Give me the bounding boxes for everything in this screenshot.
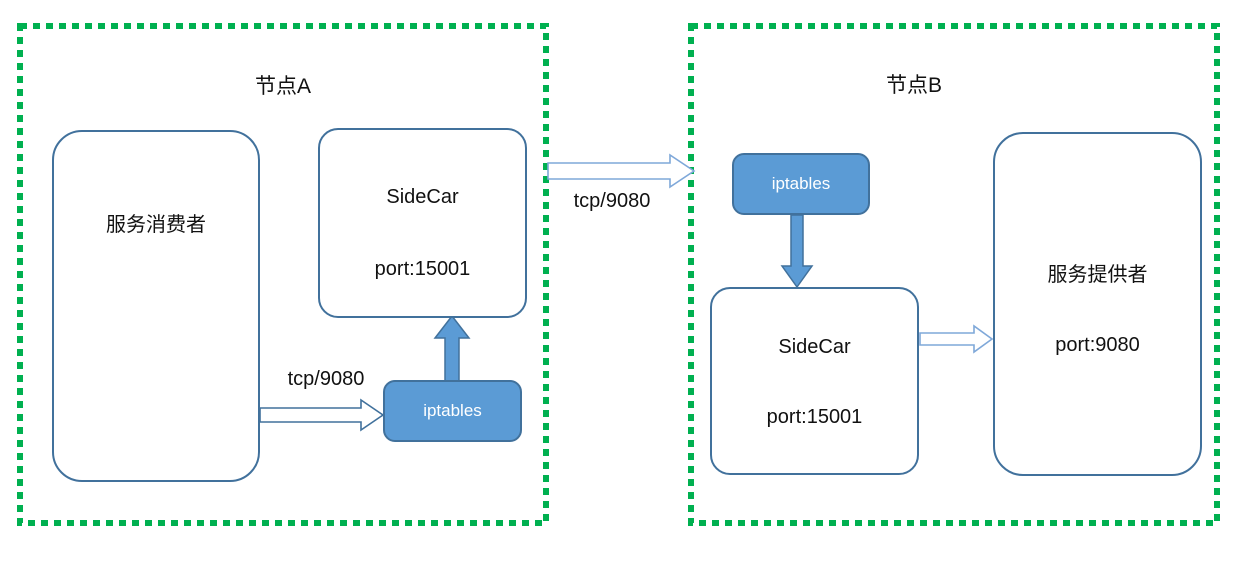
node-b-dashed-border bbox=[688, 23, 1220, 526]
arrow-consumer-to-iptables bbox=[259, 398, 385, 432]
service-provider-port: port:9080 bbox=[1055, 334, 1140, 356]
arrow-sidecar-to-provider bbox=[919, 324, 994, 354]
iptables-b-label: iptables bbox=[771, 174, 831, 193]
service-provider-label: 服务提供者 bbox=[1047, 264, 1148, 286]
arrow-iptables-down-to-sidecar bbox=[780, 214, 814, 289]
node-a-dashed-border bbox=[17, 23, 549, 526]
tcp-9080-label-link: tcp/9080 bbox=[573, 190, 651, 212]
iptables-b-box: iptables bbox=[732, 153, 870, 215]
node-a-title: 节点A bbox=[254, 75, 311, 98]
service-consumer-label: 服务消费者 bbox=[106, 214, 206, 236]
iptables-a-box: iptables bbox=[383, 380, 522, 442]
arrow-iptables-up-to-sidecar bbox=[433, 314, 471, 383]
sidecar-a-box: SideCar port:15001 bbox=[318, 128, 527, 318]
service-provider-box: 服务提供者 port:9080 bbox=[993, 132, 1202, 476]
service-consumer-box: 服务消费者 bbox=[52, 130, 260, 482]
iptables-a-label: iptables bbox=[423, 401, 482, 420]
sidecar-a-port: port:15001 bbox=[374, 258, 471, 280]
sidecar-b-box: SideCar port:15001 bbox=[710, 287, 919, 475]
tcp-9080-label-node-a: tcp/9080 bbox=[287, 368, 365, 390]
sidecar-b-name: SideCar bbox=[778, 336, 851, 358]
node-b-title: 节点B bbox=[885, 74, 942, 97]
arrow-node-a-to-node-b bbox=[547, 153, 696, 189]
sidecar-b-port: port:15001 bbox=[766, 406, 863, 428]
sidecar-a-name: SideCar bbox=[386, 186, 459, 208]
